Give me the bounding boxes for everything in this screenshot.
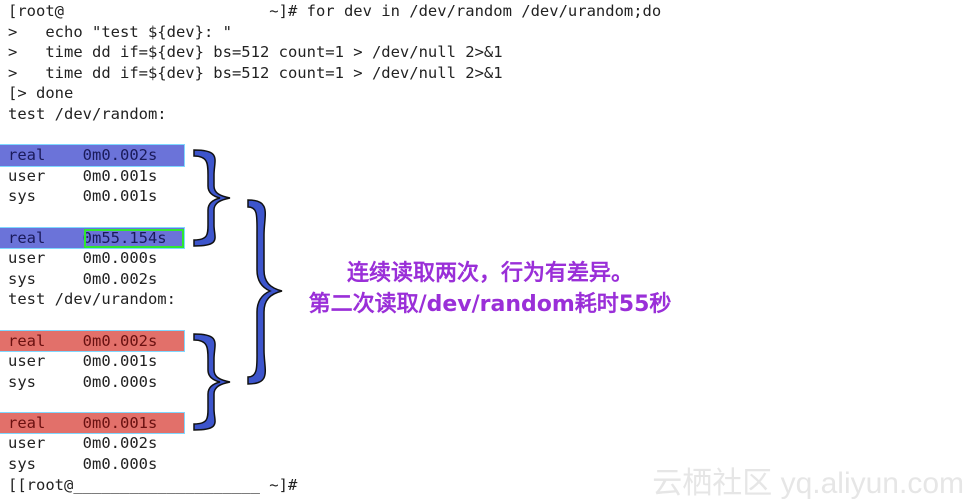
terminal-line: > time dd if=${dev} bs=512 count=1 > /de… [8, 63, 503, 82]
terminal-line: > time dd if=${dev} bs=512 count=1 > /de… [8, 43, 503, 62]
terminal-line: test /dev/urandom: [8, 290, 176, 309]
green-highlight-box [84, 228, 184, 248]
terminal-line: user 0m0.000s [8, 249, 158, 268]
terminal-line: [[root@____________________ ~]# [8, 475, 298, 494]
highlighted-terminal-line: real 0m0.002s [0, 145, 184, 166]
brace-icon [193, 333, 231, 431]
terminal-line: [> done [8, 84, 74, 103]
terminal-line: > echo "test ${dev}: " [8, 22, 232, 41]
highlighted-terminal-line: real 0m0.001s [0, 412, 184, 434]
highlighted-terminal-line: real 0m55.154s [0, 227, 184, 249]
terminal-line: sys 0m0.000s [8, 372, 158, 391]
highlighted-terminal-line: real 0m0.002s [0, 330, 184, 352]
terminal-line: user 0m0.001s [8, 166, 158, 185]
terminal-output: [root@ ~]# for dev in /dev/random /dev/u… [0, 1, 760, 495]
terminal-line: sys 0m0.000s [8, 455, 158, 474]
annotation-note: 连续读取两次，行为有差异。 第二次读取/dev/random耗时55秒 [270, 258, 710, 320]
brace-icon [193, 149, 231, 247]
terminal-line: user 0m0.002s [8, 434, 158, 453]
terminal-line: user 0m0.001s [8, 352, 158, 371]
terminal-line: [root@ ~]# for dev in /dev/random /dev/u… [8, 2, 662, 20]
terminal-line: test /dev/random: [8, 104, 167, 123]
large-brace-icon [247, 199, 283, 385]
terminal-line: sys 0m0.001s [8, 187, 158, 206]
watermark: 云栖社区 yq.aliyun.com [652, 467, 964, 500]
annotation-line-2: 第二次读取/dev/random耗时55秒 [308, 292, 672, 317]
terminal-line: sys 0m0.002s [8, 269, 158, 288]
annotation-line-1: 连续读取两次，行为有差异。 [346, 261, 633, 286]
